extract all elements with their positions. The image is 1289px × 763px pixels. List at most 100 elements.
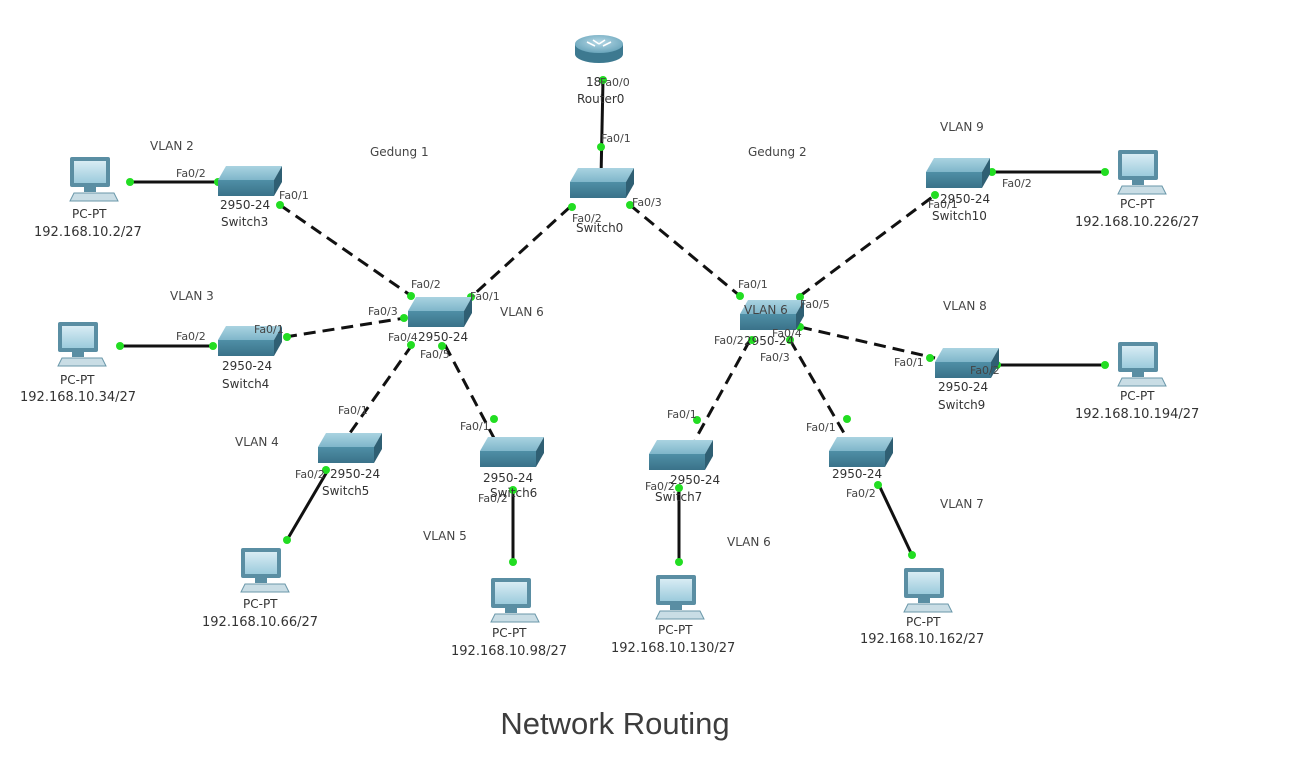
pc2-ip: 192.168.10.34/27 <box>20 390 136 405</box>
dist2-port-4: Fa0/4 <box>772 327 802 340</box>
switch4-port-uplink: Fa0/1 <box>254 323 284 336</box>
switch5-model: 2950-24 <box>330 467 380 481</box>
link-dist1-switch3 <box>279 203 411 297</box>
link-dist2-switch10 <box>799 193 936 298</box>
switch7-name: Switch7 <box>655 490 702 504</box>
dist2-port-5: Fa0/5 <box>800 298 830 311</box>
switch8-icon <box>829 437 893 467</box>
pc6-icon <box>903 568 953 613</box>
switch-core-icon <box>570 168 634 198</box>
switch7-model: 2950-24 <box>670 473 720 487</box>
switch6-name: Switch6 <box>490 486 537 500</box>
switch4-port-access: Fa0/2 <box>176 330 206 343</box>
links <box>120 79 1105 562</box>
pc8-type: PC-PT <box>1120 197 1155 211</box>
link-core-dist1 <box>468 205 572 300</box>
router-name: Router0 <box>577 92 624 106</box>
dist1-port-2: Fa0/2 <box>411 278 441 291</box>
dist2-label: VLAN 6 <box>744 303 788 317</box>
area-label-left: Gedung 1 <box>370 145 429 159</box>
link-dist2-switch8 <box>788 339 850 441</box>
switch3-vlan: VLAN 2 <box>150 139 194 153</box>
router-model: 18 <box>586 75 601 89</box>
pc4-ip: 192.168.10.98/27 <box>451 644 567 659</box>
pc8-ip: 192.168.10.226/27 <box>1075 215 1199 230</box>
link-dist1-switch5 <box>343 344 414 441</box>
switch9-model: 2950-24 <box>938 380 988 394</box>
switch6-model: 2950-24 <box>483 471 533 485</box>
link-dist2-switch7 <box>693 339 752 441</box>
dist1-port-5: Fa0/5 <box>420 348 450 361</box>
area-label-right: Gedung 2 <box>748 145 807 159</box>
pc7-icon <box>1117 342 1167 387</box>
switch3-port-uplink: Fa0/1 <box>279 189 309 202</box>
dist1-port-4: Fa0/4 <box>388 331 418 344</box>
pc1-icon <box>69 157 119 202</box>
dist2-port-3: Fa0/3 <box>760 351 790 364</box>
link-dist1-switch4 <box>284 316 406 339</box>
pc7-type: PC-PT <box>1120 389 1155 403</box>
pc3-type: PC-PT <box>243 597 278 611</box>
router-icon <box>575 35 623 63</box>
switch10-name: Switch10 <box>932 209 987 223</box>
dist2-port-2: Fa0/2 <box>714 334 744 347</box>
switch6-port-uplink: Fa0/1 <box>460 420 490 433</box>
switch9-name: Switch9 <box>938 398 985 412</box>
link-core-dist2 <box>629 203 741 298</box>
pc4-icon <box>490 578 540 623</box>
labels: Gedung 1 Gedung 2 18 Fa0/0 Router0 Fa0/1… <box>20 75 1199 659</box>
switch5-port-access: Fa0/2 <box>295 468 325 481</box>
switch6-icon <box>480 437 544 467</box>
switch7-icon <box>649 440 713 470</box>
switch8-vlan: VLAN 7 <box>940 497 984 511</box>
switch5-port-uplink: Fa0/1 <box>338 404 368 417</box>
pc7-ip: 192.168.10.194/27 <box>1075 407 1199 422</box>
switch7-vlan: VLAN 6 <box>727 535 771 549</box>
switch5-vlan: VLAN 4 <box>235 435 279 449</box>
pc6-ip: 192.168.10.162/27 <box>860 632 984 647</box>
switch5-icon <box>318 433 382 463</box>
switch10-port-access: Fa0/2 <box>1002 177 1032 190</box>
pc8-icon <box>1117 150 1167 195</box>
switch4-model: 2950-24 <box>222 359 272 373</box>
pc5-ip: 192.168.10.130/27 <box>611 641 735 656</box>
switch10-port-uplink: Fa0/1 <box>928 198 958 211</box>
dist1-model: 2950-24 <box>418 330 468 344</box>
switch3-name: Switch3 <box>221 215 268 229</box>
pc5-icon <box>655 575 705 620</box>
dist1-port-1: Fa0/1 <box>470 290 500 303</box>
link-lights <box>116 76 1109 566</box>
pc3-ip: 192.168.10.66/27 <box>202 615 318 630</box>
switch10-model: 2950-24 <box>940 192 990 206</box>
switch5-name: Switch5 <box>322 484 369 498</box>
pc5-type: PC-PT <box>658 623 693 637</box>
dist1-port-3: Fa0/3 <box>368 305 398 318</box>
switch9-port-uplink: Fa0/1 <box>894 356 924 369</box>
pc1-ip: 192.168.10.2/27 <box>34 225 142 240</box>
switch8-model: 2950-24 <box>832 467 882 481</box>
switch6-port-access: Fa0/2 <box>478 492 508 505</box>
dist2-model: 2950-24 <box>744 334 794 348</box>
dist2-port-1: Fa0/1 <box>738 278 768 291</box>
switch10-vlan: VLAN 9 <box>940 120 984 134</box>
switch8-port-uplink: Fa0/1 <box>806 421 836 434</box>
pc6-type: PC-PT <box>906 615 941 629</box>
switch4-icon <box>218 326 282 356</box>
switch8-port-access: Fa0/2 <box>846 487 876 500</box>
link-router-core <box>599 79 605 179</box>
switch4-name: Switch4 <box>222 377 269 391</box>
pc1-type: PC-PT <box>72 207 107 221</box>
switch-dist1-icon <box>408 297 472 327</box>
link-pc3-switch5 <box>285 469 330 541</box>
switch7-port-uplink: Fa0/1 <box>667 408 697 421</box>
core-port-3: Fa0/3 <box>632 196 662 209</box>
switch6-vlan: VLAN 5 <box>423 529 467 543</box>
pc2-type: PC-PT <box>60 373 95 387</box>
link-dist2-switch9 <box>799 325 936 360</box>
switch10-icon <box>926 158 990 188</box>
switch3-model: 2950-24 <box>220 198 270 212</box>
core-name: Switch0 <box>576 221 623 235</box>
switch-icons <box>218 158 999 470</box>
switch9-vlan: VLAN 8 <box>943 299 987 313</box>
